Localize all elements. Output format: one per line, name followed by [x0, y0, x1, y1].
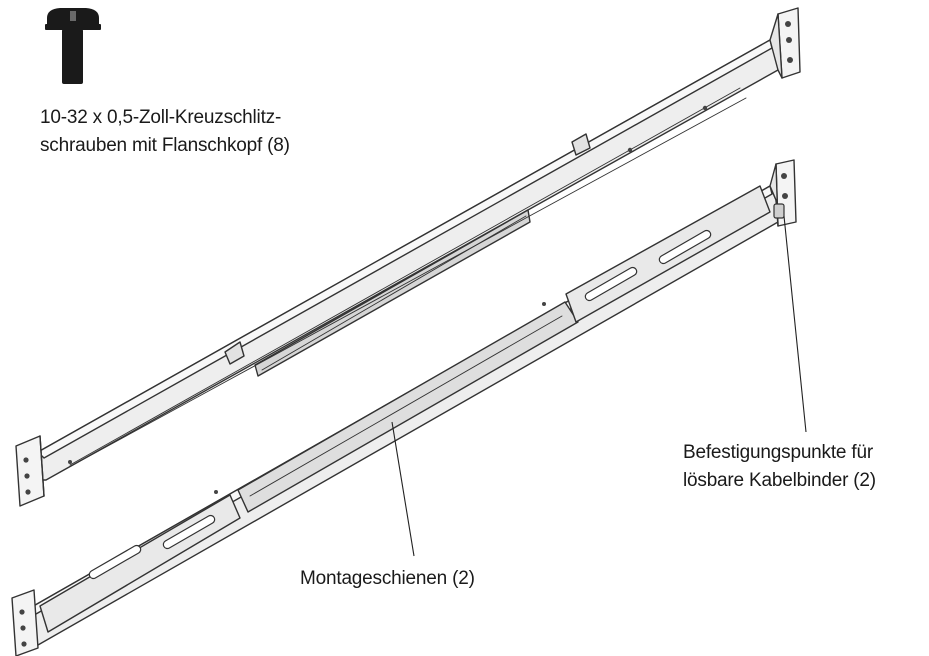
upper-rail-step-front — [224, 341, 245, 365]
lower-rail-front-bracket — [11, 589, 39, 656]
lower-rail-holes — [19, 173, 788, 647]
leader-line-rails — [391, 421, 415, 557]
screw-label: 10-32 x 0,5-Zoll-Kreuzschlitz- schrauben… — [40, 104, 290, 160]
lower-rail-slots — [88, 229, 712, 580]
lower-rail-slide-section — [237, 301, 579, 513]
upper-rail-front-bracket — [15, 435, 45, 507]
mounting-rails-label: Montageschienen (2) — [300, 565, 475, 593]
leader-line-cable-ties — [783, 215, 807, 433]
mounting-rails-label-line-1: Montageschienen (2) — [300, 568, 475, 589]
flange-head-screw-icon — [45, 8, 101, 84]
screw-label-line-1: 10-32 x 0,5-Zoll-Kreuzschlitz- — [40, 107, 282, 128]
upper-mounting-rail — [15, 7, 801, 507]
cable-tie-points-label-line-2: lösbare Kabelbinder (2) — [683, 470, 876, 491]
upper-rail-step-rear — [571, 133, 591, 156]
cable-tie-points-label: Befestigungspunkte für lösbare Kabelbind… — [683, 439, 876, 495]
cable-tie-points-label-line-1: Befestigungspunkte für — [683, 442, 873, 463]
upper-rail-holes — [23, 21, 793, 495]
leader-lines — [391, 215, 807, 557]
cable-tie-attachment-point — [773, 203, 785, 219]
screw-label-line-2: schrauben mit Flanschkopf (8) — [40, 135, 290, 156]
